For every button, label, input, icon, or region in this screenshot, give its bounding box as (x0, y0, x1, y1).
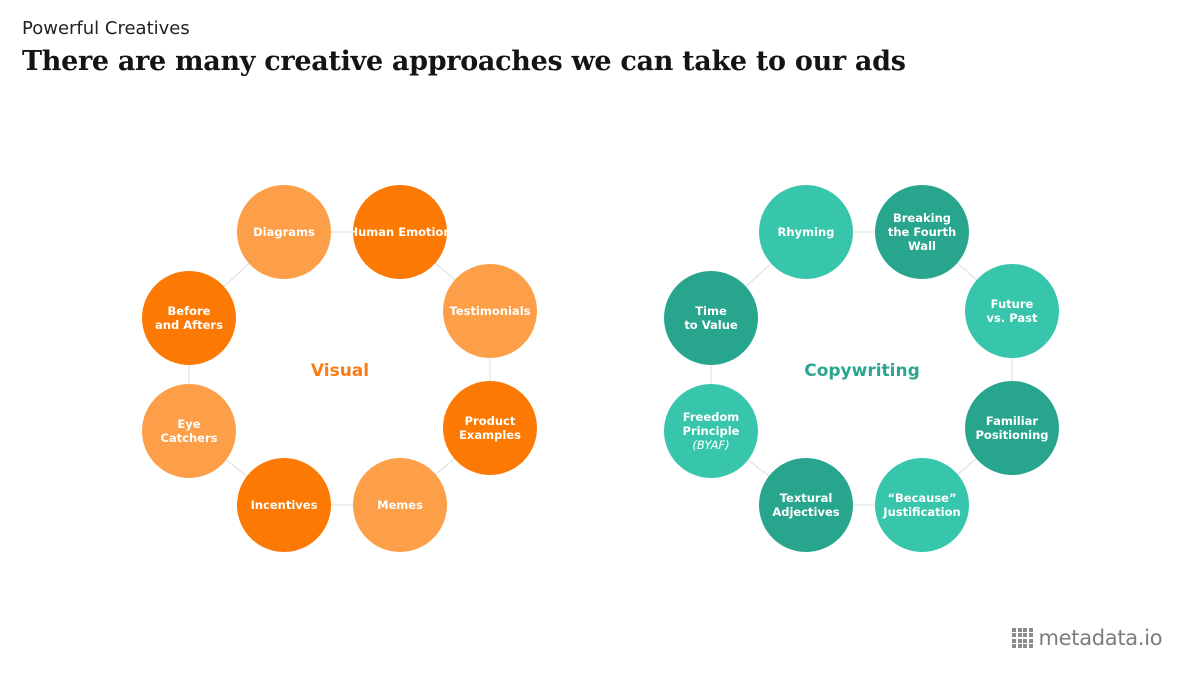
logo-grid-icon (1012, 627, 1033, 649)
node-label-line: Diagrams (253, 225, 315, 239)
node-label-line: Incentives (250, 498, 318, 512)
node-label-line: Principle (682, 424, 740, 438)
company-logo: metadata.io (1012, 626, 1163, 650)
node-label-line: Rhyming (777, 225, 835, 239)
node-label-line: Justification (883, 505, 961, 519)
node-rhyming: Rhyming (759, 185, 853, 279)
visual-ring-label: Visual (310, 361, 370, 381)
logo-text: metadata.io (1038, 626, 1163, 650)
node-because-justification: “Because”Justification (875, 458, 969, 552)
node-label-line: Textural (779, 491, 833, 505)
node-label-line: Freedom (682, 410, 740, 424)
node-label-line: Future (990, 297, 1034, 311)
node-label-line: Time (695, 304, 727, 318)
node-label-line: the Fourth (887, 225, 957, 239)
node-diagrams: Diagrams (237, 185, 331, 279)
node-label-line: Before (167, 304, 211, 318)
node-label-line: Wall (908, 239, 936, 253)
node-human-emotion: Human Emotion (353, 185, 447, 279)
page-title: There are many creative approaches we ca… (22, 46, 906, 77)
copywriting-ring-label: Copywriting (804, 361, 920, 381)
node-sublabel: (BYAF) (692, 438, 730, 452)
node-label-line: Examples (459, 428, 521, 442)
node-label-line: Memes (377, 498, 423, 512)
eyebrow-label: Powerful Creatives (22, 18, 190, 39)
node-label-line: Testimonials (449, 304, 531, 318)
node-label-line: to Value (684, 318, 738, 332)
node-incentives: Incentives (237, 458, 331, 552)
node-label-line: Catchers (160, 431, 218, 445)
node-label-line: Familiar (985, 414, 1039, 428)
node-label-line: and Afters (155, 318, 223, 332)
node-label-line: Positioning (975, 428, 1049, 442)
node-label-line: Adjectives (772, 505, 840, 519)
node-testimonials: Testimonials (443, 264, 537, 358)
node-label-line: “Because” (887, 491, 957, 505)
node-memes: Memes (353, 458, 447, 552)
node-label-line: Human Emotion (353, 225, 447, 239)
node-label-line: Product (464, 414, 516, 428)
node-label-line: Breaking (892, 211, 951, 225)
node-label-line: Eye (177, 417, 201, 431)
node-label-line: vs. Past (986, 311, 1038, 325)
